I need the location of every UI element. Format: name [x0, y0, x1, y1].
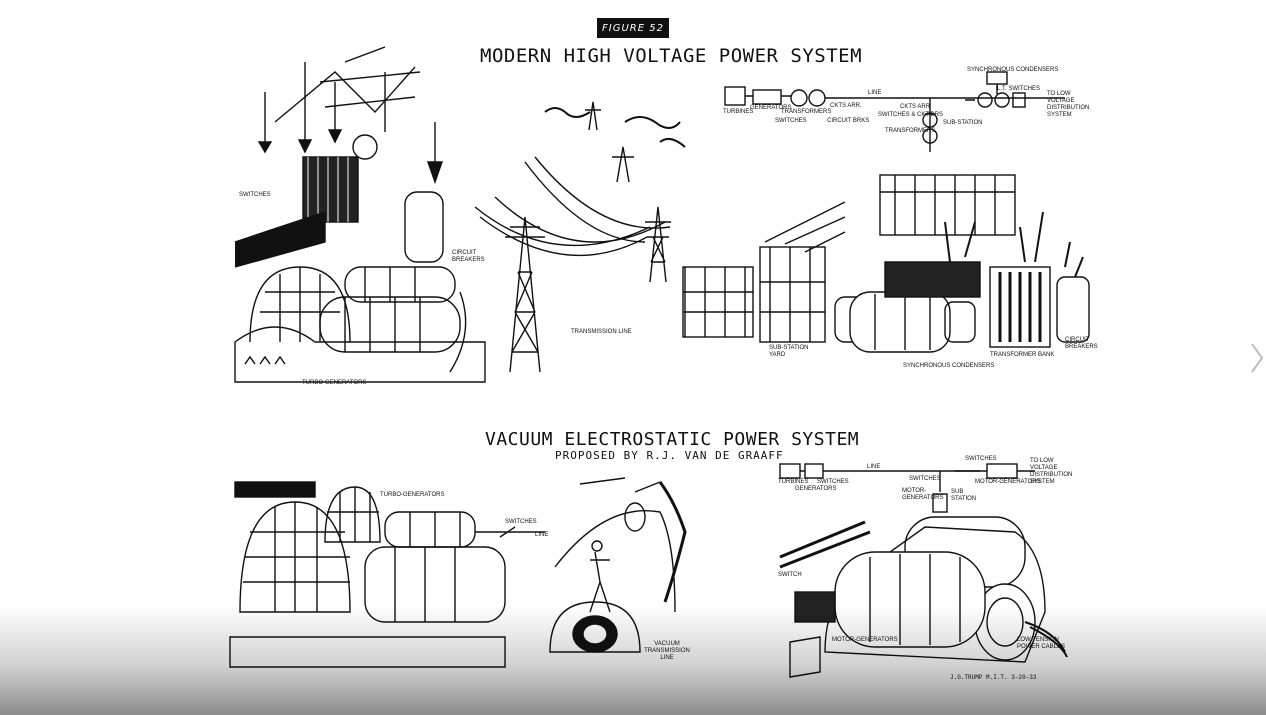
bottom-title: VACUUM ELECTROSTATIC POWER SYSTEM	[485, 429, 860, 450]
next-image-button[interactable]	[1248, 340, 1266, 376]
bschem-motor-generators2: MOTOR-GENERATORS	[975, 479, 1041, 485]
label-vacuum-transmission-line: VACUUM TRANSMISSION LINE	[644, 641, 690, 661]
schematic-lt-switches: L.T. SWITCHES	[997, 86, 1041, 92]
author-signature: J.G.TRUMP M.I.T. 3-20-33	[950, 674, 1037, 681]
figure-number-badge: FIGURE 52	[597, 18, 669, 38]
label-low-tension-cables: LOW TENSION POWER CABLES	[1017, 637, 1066, 650]
bschem-motor-generators: MOTOR-GENERATORS	[902, 488, 944, 501]
schematic-ckts-arr: CKTS ARR.	[830, 103, 862, 109]
bschem-switches2: SWITCHES	[909, 476, 941, 482]
top-title: MODERN HIGH VOLTAGE POWER SYSTEM	[480, 45, 863, 67]
label-synchronous-condensers: SYNCHRONOUS CONDENSERS	[903, 363, 995, 369]
schematic-transformers2: TRANSFORMERS	[885, 128, 936, 134]
label-motor-generators-bottom: MOTOR-GENERATORS	[832, 637, 898, 643]
label-transmission-line: TRANSMISSION LINE	[571, 329, 632, 335]
schematic-turbines: TURBINES	[723, 109, 754, 115]
bottom-subtitle: PROPOSED BY R.J. VAN DE GRAAFF	[555, 449, 784, 462]
schematic-circuit-brks: CIRCUIT BRKS	[827, 118, 870, 124]
bschem-to-low-voltage: TO LOW VOLTAGE DISTRIBUTION SYSTEM	[1030, 458, 1073, 485]
bschem-line: LINE	[867, 464, 881, 470]
schematic-line: LINE	[868, 90, 882, 96]
schematic-ckts-arr2: CKTS ARR	[900, 104, 931, 110]
schematic-transformers: TRANSFORMERS	[781, 109, 832, 115]
label-line-bottom: LINE	[535, 532, 549, 538]
figure-page: FIGURE 52 MODERN HIGH VOLTAGE POWER SYST…	[205, 12, 1098, 697]
bschem-sub-station: SUB STATION	[951, 489, 977, 502]
label-turbo-generators-top: TURBO-GENERATORS	[302, 380, 367, 386]
bschem-switches: SWITCHES	[817, 479, 849, 485]
label-circuit-breakers-right: CIRCUIT BREAKERS	[1065, 337, 1098, 350]
bschem-generators: GENERATORS	[795, 486, 837, 492]
engraving-illustration	[229, 46, 1090, 678]
schematic-synchronous-condensers: SYNCHRONOUS CONDENSERS	[967, 67, 1059, 73]
schematic-switches: SWITCHES	[775, 118, 807, 124]
label-substation-yard: SUB-STATION YARD	[769, 345, 809, 358]
label-switch: SWITCH	[778, 572, 802, 578]
label-transformer-bank: TRANSFORMER BANK	[990, 352, 1055, 358]
schematic-to-low-voltage: TO LOW VOLTAGE DISTRIBUTION SYSTEM	[1047, 91, 1090, 118]
label-switches-bottom: SWITCHES	[505, 519, 537, 525]
bschem-turbines: TURBINES	[778, 479, 809, 485]
schematic-generators: GENERATORS	[750, 105, 792, 111]
label-circuit-breakers-left: CIRCUIT BREAKERS	[452, 250, 485, 263]
chevron-right-icon	[1251, 343, 1264, 373]
schematic-switches-ckt-brs: SWITCHES & CKT BRS	[878, 112, 943, 118]
label-switches-top: SWITCHES	[239, 192, 271, 198]
label-turbo-generators-bottom: TURBO-GENERATORS	[380, 492, 445, 498]
schematic-sub-station: SUB-STATION	[943, 120, 983, 126]
bschem-switches3: SWITCHES	[965, 456, 997, 462]
